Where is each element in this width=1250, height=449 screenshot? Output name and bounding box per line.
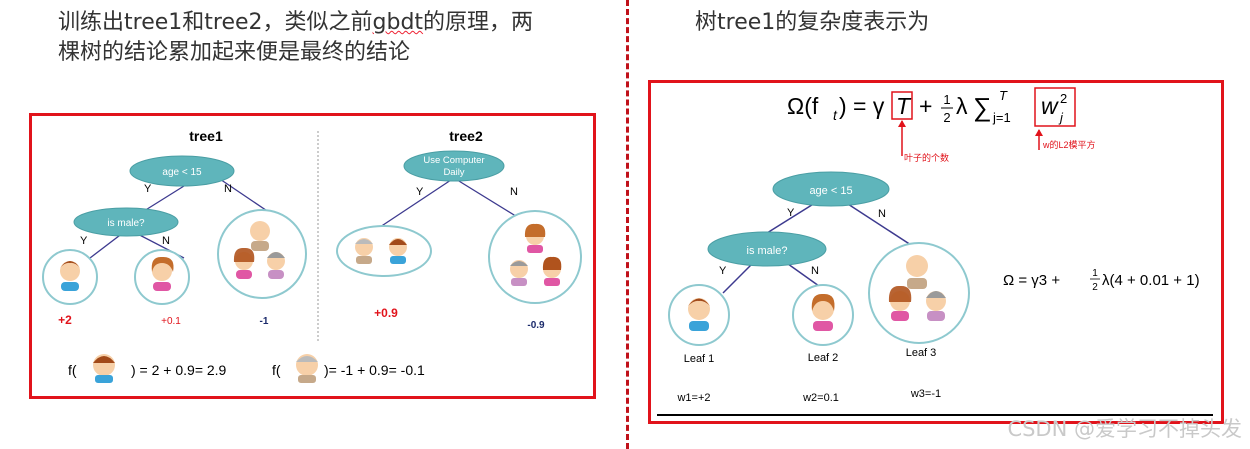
result-part-a: Ω = γ3 + [1003,272,1060,289]
vertical-divider [626,0,629,449]
left-diagram: tree1 Y N Y N age < 15 is male? +2 +0.1 … [42,128,582,383]
tree2-root-node [403,150,505,182]
leaf2-label: Leaf 2 [808,352,839,364]
tree2-leaf1-circle [336,225,432,277]
tree1-root-node [129,155,235,187]
result-part-b: λ(4 + 0.01 + 1) [1102,272,1200,289]
f1-suffix: ) = 2 + 0.9= 2.9 [131,362,227,378]
left-heading-line1: 训练出tree1和tree2，类似之前gbdt的原理，两 [58,10,534,35]
T-highlight-box [891,91,913,120]
omega-lambda: λ [956,93,968,119]
frac-numerator: 1 [943,92,950,107]
right-no2-label: N [811,265,819,277]
w-highlight-box [1034,87,1076,127]
omega-mid: ) = γ [839,93,885,119]
weight-1: w1=+2 [676,392,710,404]
right-no-label: N [878,208,886,220]
leaf2-girl-icon [811,293,835,331]
tree2-title: tree2 [449,128,483,144]
left-panel: tree1 Y N Y N age < 15 is male? +2 +0.1 … [29,113,596,399]
left-heading-line2: 棵树的结论累加起来便是最终的结论 [58,40,411,65]
complexity-formula: Ω(f t ) = γ T + 1 2 λ ∑ T j=1 w 2 j [787,88,1067,125]
grandpa-face-icon [296,354,318,383]
tree2-root-label-line2: Daily [443,167,464,178]
result-frac-numerator: 1 [1092,268,1098,279]
boy-face-icon [93,354,115,383]
tree1-node2 [73,207,179,237]
tree2-no-label: N [510,186,518,198]
tree2-root-label-line1: Use Computer [423,155,484,166]
f2-prefix: f( [272,362,281,378]
family-icon [233,221,285,279]
girl-icon [151,256,174,291]
leaf1-label: Leaf 1 [684,353,715,365]
tree1-score-2: +0.1 [161,316,181,327]
tree2-yes-label: Y [416,186,424,198]
right-panel: Ω(f t ) = γ T + 1 2 λ ∑ T j=1 w 2 j 叶子的个… [648,80,1224,424]
leaf3-family-icon [888,255,946,321]
right-yes-label: Y [787,207,795,219]
leaf1-boy-icon [688,298,710,331]
tree1-no-label: N [224,183,232,195]
grandpa-boy-icon [355,238,407,264]
tree1-root-label: age < 15 [162,167,202,178]
leaf3-label: Leaf 3 [906,347,937,359]
omega-plus: + [919,93,932,119]
omega-w: w [1041,93,1059,119]
tree2-score-1: +0.9 [374,306,398,320]
tree1-score-1: +2 [58,313,72,327]
right-heading: 树tree1的复杂度表示为 [695,10,930,35]
tree1-title: tree1 [189,128,223,144]
w-subscript: j [1058,110,1064,125]
right-root-label: age < 15 [809,185,852,197]
right-node2 [707,231,827,267]
three-persons-icon [510,223,562,286]
omega-subscript: t [833,107,838,123]
result-formula: Ω = γ3 + 1 2 λ(4 + 0.01 + 1) [1003,268,1200,293]
watermark: CSDN @爱学习不掉头发 [1007,417,1242,441]
tree1-node2-label: is male? [107,218,145,229]
f1-prefix: f( [68,362,77,378]
tree1-yes-label: Y [144,183,152,195]
sum-lower: j=1 [992,110,1011,125]
right-node2-label: is male? [747,245,788,257]
tree1-score-3: -1 [260,316,269,327]
omega-T: T [896,93,912,119]
left-heading: 训练出tree1和tree2，类似之前gbdt的原理，两 棵树的结论累加起来便是… [58,8,598,68]
omega-sum: ∑ [973,92,992,122]
right-diagram: Ω(f t ) = γ T + 1 2 λ ∑ T j=1 w 2 j 叶子的个… [657,87,1213,416]
tree1-yes2-label: Y [80,235,88,247]
annotation-w: w的L2模平方 [1042,139,1096,150]
weight-3: w3=-1 [910,388,941,400]
result-frac-denominator: 2 [1092,282,1098,293]
weight-2: w2=0.1 [802,392,839,404]
tree2-score-2: -0.9 [527,320,545,331]
tree1-no2-label: N [162,235,170,247]
boy-icon [60,261,80,291]
f2-suffix: )= -1 + 0.9= -0.1 [324,362,425,378]
annotation-leaves: 叶子的个数 [904,152,949,163]
w-superscript: 2 [1060,91,1067,106]
frac-denominator: 2 [943,110,950,125]
right-root-node [772,171,890,207]
sum-upper: T [999,88,1008,103]
omega-lhs: Ω(f [787,93,819,119]
right-yes2-label: Y [719,265,727,277]
